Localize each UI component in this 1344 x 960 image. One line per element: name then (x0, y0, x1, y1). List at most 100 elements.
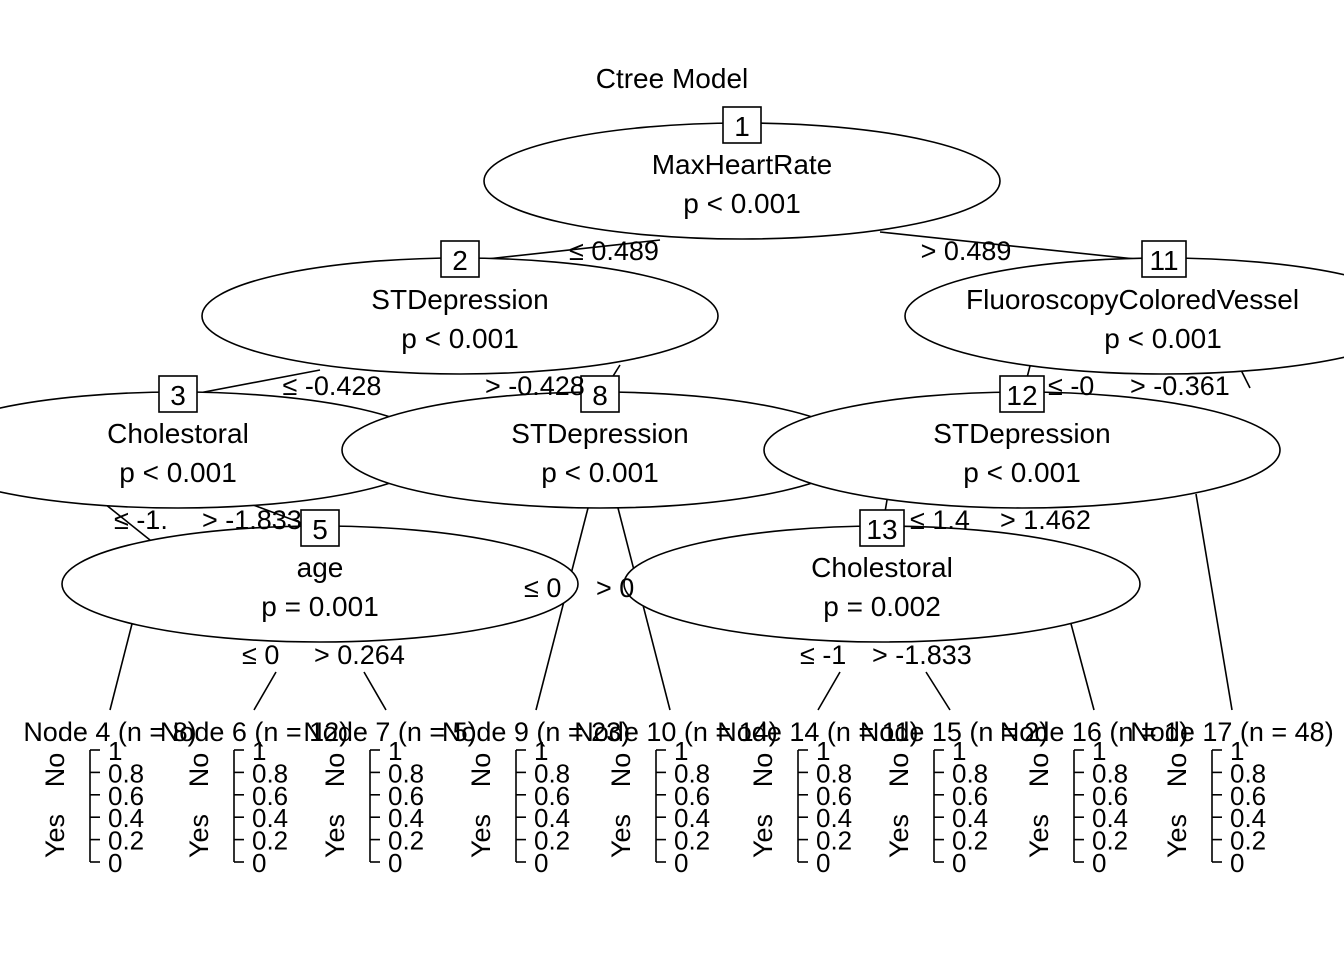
terminal-node-label: Node 15 (n = 2) (860, 717, 1048, 747)
class-label-yes: Yes (40, 814, 70, 858)
inner-node-11: FluoroscopyColoredVessel p < 0.001 11 (904, 240, 1344, 375)
node-id: 8 (592, 380, 608, 411)
terminal-node-label: Node 7 (n = 5) (303, 717, 476, 747)
y-tick-label: 0.2 (1230, 826, 1266, 856)
terminal-node-label: Node 9 (n = 23) (442, 717, 630, 747)
class-label-yes: Yes (748, 814, 778, 858)
edge-label-8-right: > 0 (596, 573, 634, 603)
y-tick-label: 1 (388, 736, 402, 766)
edge-label-8-left: ≤ 0 (524, 573, 561, 603)
y-tick-label: 0.8 (534, 758, 570, 788)
node-id: 5 (312, 514, 328, 545)
edge-5-4 (109, 619, 134, 711)
node-pvalue: p < 0.001 (963, 457, 1081, 488)
edge-13-14 (817, 671, 841, 711)
y-tick-label: 0.2 (252, 826, 288, 856)
edge-5-7 (363, 671, 387, 711)
terminal-node-label: Node 4 (n = 8) (23, 717, 196, 747)
node-variable: age (297, 552, 344, 583)
node-variable: Cholestoral (107, 418, 249, 449)
y-tick-label: 0 (388, 848, 402, 878)
y-tick-label: 0.8 (674, 758, 710, 788)
node-id: 1 (734, 111, 750, 142)
class-label-yes: Yes (320, 814, 350, 858)
node-variable: FluoroscopyColoredVessel (966, 284, 1299, 315)
y-tick-label: 0.8 (388, 758, 424, 788)
node-id-box (300, 509, 340, 547)
class-label-no: No (1162, 753, 1192, 788)
y-tick-label: 0.2 (534, 826, 570, 856)
y-tick-label: 1 (534, 736, 548, 766)
terminal-node-label: Node 14 (n = 11) (717, 717, 918, 747)
y-tick-label: 0.2 (952, 826, 988, 856)
node-variable: MaxHeartRate (652, 149, 833, 180)
inner-node-2: STDepression p < 0.001 2 (201, 240, 719, 375)
node-pvalue: p < 0.001 (1104, 323, 1222, 354)
edge-5-6 (253, 671, 277, 711)
node-pvalue: p = 0.002 (823, 591, 941, 622)
y-tick-label: 0.2 (674, 826, 710, 856)
node-id: 13 (866, 514, 897, 545)
node-id-box (999, 375, 1045, 413)
y-tick-label: 0.6 (952, 781, 988, 811)
node-id: 12 (1006, 380, 1037, 411)
y-tick-label: 0 (108, 848, 122, 878)
edge-label-11-right: > -0.361 (1130, 371, 1230, 401)
node-id-box (722, 106, 762, 144)
y-tick-label: 0.8 (108, 758, 144, 788)
node-pvalue: p < 0.001 (119, 457, 237, 488)
y-tick-label: 0 (1092, 848, 1106, 878)
y-tick-label: 0.8 (1092, 758, 1128, 788)
y-tick-label: 1 (108, 736, 122, 766)
y-tick-label: 1 (816, 736, 830, 766)
node-pvalue: p < 0.001 (401, 323, 519, 354)
class-label-yes: Yes (884, 814, 914, 858)
node-id-box (440, 240, 480, 278)
y-tick-label: 1 (674, 736, 688, 766)
inner-node-8: STDepression p < 0.001 8 (341, 375, 859, 509)
edge-label-2-left: ≤ -0.428 (283, 371, 382, 401)
y-tick-label: 0.6 (108, 781, 144, 811)
node-ellipse (904, 257, 1344, 375)
edge-label-2-right: > -0.428 (485, 371, 585, 401)
edge-labels: ≤ 0.489 > 0.489 ≤ -0.428 > -0.428 ≤ -0 >… (114, 236, 1230, 670)
edge-label-13-left: ≤ -1 (800, 640, 846, 670)
y-tick-label: 0.8 (1230, 758, 1266, 788)
node-pvalue: p = 0.001 (261, 591, 379, 622)
edge-13-16 (1069, 619, 1095, 711)
node-id-box (859, 509, 905, 547)
y-tick-label: 0 (1230, 848, 1244, 878)
edge-13-15 (925, 671, 951, 711)
terminal-node-label: Node 10 (n = 14) (574, 717, 777, 747)
y-tick-label: 0 (952, 848, 966, 878)
edge-label-3-right: > -1.833 (202, 505, 302, 535)
y-tick-label: 0.2 (1092, 826, 1128, 856)
edge-1-11 (879, 231, 1164, 263)
node-variable: Cholestoral (811, 552, 953, 583)
node-variable: STDepression (511, 418, 688, 449)
y-tick-label: 0.4 (816, 803, 852, 833)
class-label-no: No (884, 753, 914, 788)
edge-label-5-left: ≤ 0 (242, 640, 279, 670)
y-tick-label: 0.4 (534, 803, 570, 833)
y-tick-label: 0.8 (952, 758, 988, 788)
y-tick-label: 0.4 (1092, 803, 1128, 833)
inner-node-12: STDepression p < 0.001 12 (763, 375, 1281, 509)
y-tick-label: 1 (252, 736, 266, 766)
y-tick-label: 0.4 (388, 803, 424, 833)
y-tick-label: 1 (1230, 736, 1244, 766)
edge-label-5-right: > 0.264 (314, 640, 405, 670)
class-label-yes: Yes (184, 814, 214, 858)
class-label-no: No (748, 753, 778, 788)
node-id: 3 (170, 380, 186, 411)
node-variable: STDepression (933, 418, 1110, 449)
y-tick-label: 0.2 (816, 826, 852, 856)
inner-node-3: Cholestoral p < 0.001 3 (0, 375, 437, 509)
